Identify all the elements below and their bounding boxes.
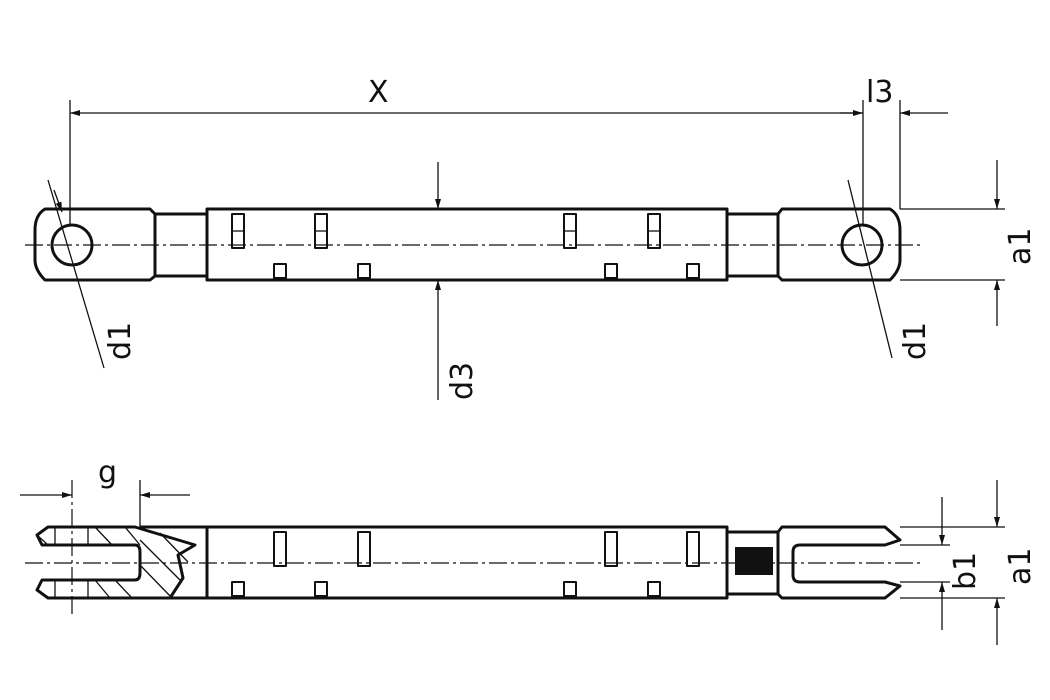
right-eye: [776, 207, 902, 282]
left-eye: [33, 207, 157, 282]
hatching: [36, 526, 189, 599]
dim-d1-right-label: d1: [898, 322, 933, 360]
side-view: g b1 a1: [20, 455, 1038, 645]
right-fork: [776, 525, 902, 600]
top-view: X l3 d1 d1 d3 a1: [25, 75, 1038, 400]
dim-a1-bottom-label: a1: [1003, 548, 1038, 585]
dim-a1-top-label: a1: [1003, 228, 1038, 265]
left-hole: [50, 223, 94, 267]
logo-mark: [735, 547, 773, 575]
dim-b1-label: b1: [948, 552, 983, 590]
left-fork: [35, 525, 197, 600]
dim-d3-label: d3: [445, 362, 480, 400]
d1-leader-right: [847, 179, 893, 359]
dim-x-label: X: [368, 75, 389, 110]
dim-g-label: g: [98, 455, 117, 490]
slots-side: [231, 531, 700, 597]
dim-d1-left-label: d1: [103, 322, 138, 360]
dim-l3-label: l3: [866, 75, 893, 110]
slots-top: [231, 213, 700, 279]
right-hole: [840, 223, 884, 267]
